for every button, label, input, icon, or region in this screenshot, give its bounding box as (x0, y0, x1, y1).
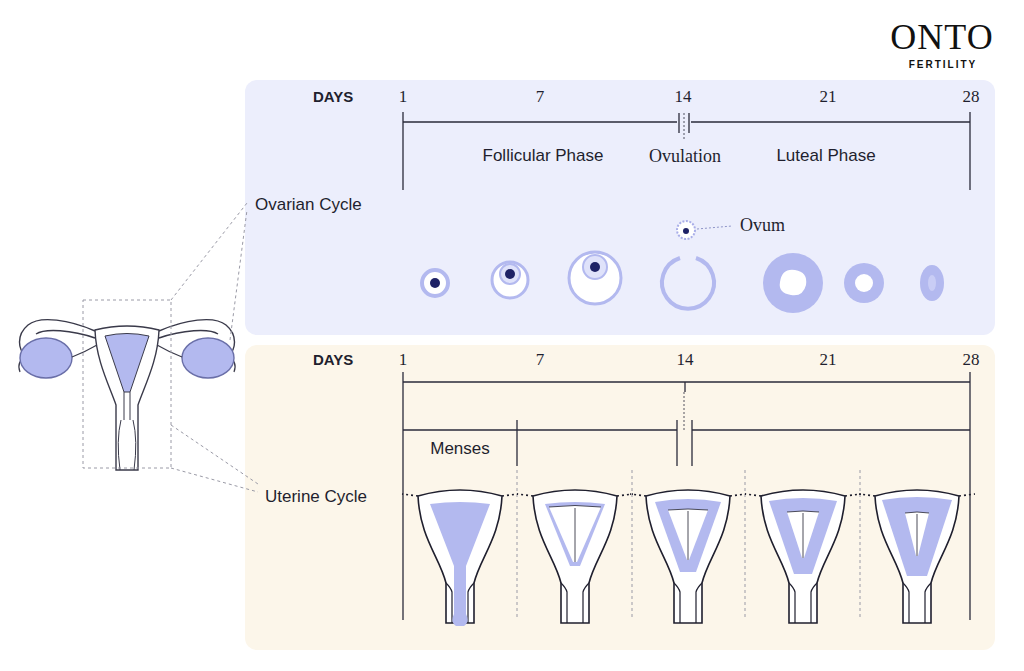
axis-title: DAYS (313, 351, 353, 369)
brand-logo: ONTO (890, 16, 993, 59)
day-number: 14 (677, 350, 694, 370)
phase-label: Ovulation (649, 146, 721, 168)
uterus-stages (402, 490, 975, 626)
cycle-label: Ovarian Cycle (255, 195, 362, 215)
part-label: Ovum (740, 215, 785, 237)
brand-tagline: FERTILITY (909, 59, 978, 71)
day-number: 7 (536, 87, 545, 107)
day-number: 1 (399, 350, 408, 370)
day-number: 7 (536, 350, 545, 370)
phase-label: Menses (430, 439, 490, 459)
ovarian-panel: DAYS 1 7 14 21 28Follicular Phase Ovulation Lut… (245, 80, 995, 335)
day-number: 1 (399, 87, 408, 107)
uterine-panel (245, 345, 995, 650)
leader-lines (83, 203, 258, 492)
uterine-panel: DAYS 1 7 14 21 28MensesUterine Cycle (245, 345, 995, 650)
phase-label: Follicular Phase (483, 146, 604, 166)
day-number: 14 (675, 87, 692, 107)
axis-title: DAYS (313, 88, 353, 106)
cycle-label: Uterine Cycle (265, 487, 367, 507)
follicle-stages (422, 221, 944, 313)
reproductive-anatomy (19, 320, 235, 470)
day-number: 21 (820, 350, 837, 370)
phase-label: Luteal Phase (776, 146, 875, 166)
day-number: 21 (820, 87, 837, 107)
ovarian-panel (245, 80, 995, 335)
ovarian-timeline (403, 112, 970, 190)
day-number: 28 (963, 87, 980, 107)
day-number: 28 (963, 350, 980, 370)
